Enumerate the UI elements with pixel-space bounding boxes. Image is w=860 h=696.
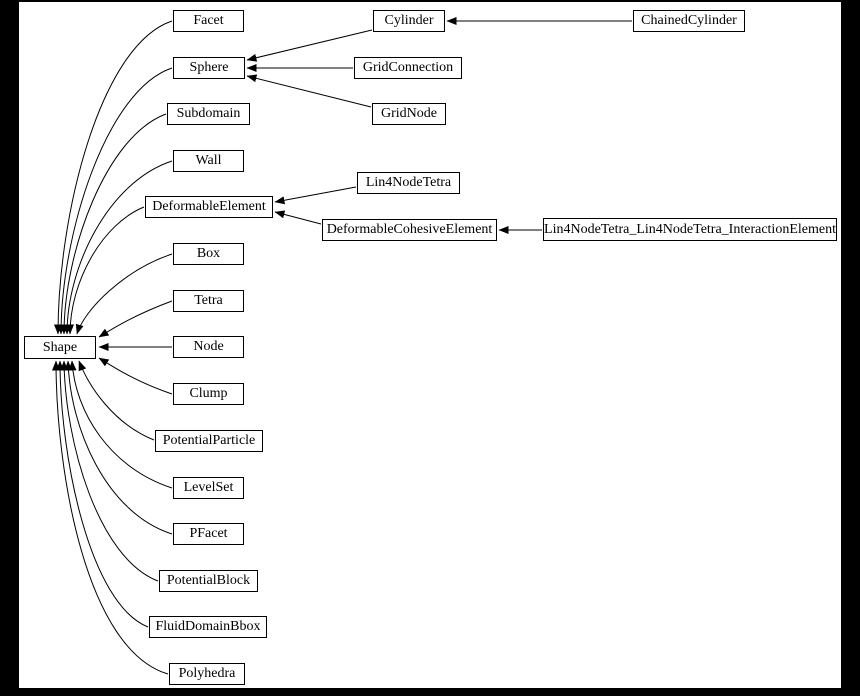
node-clump[interactable]: Clump bbox=[173, 383, 244, 405]
node-sphere[interactable]: Sphere bbox=[173, 57, 245, 79]
node-grid_connection[interactable]: GridConnection bbox=[354, 57, 462, 79]
node-label-fluid_domain_bbox: FluidDomainBbox bbox=[155, 619, 261, 634]
node-label-potential_block: PotentialBlock bbox=[166, 573, 251, 588]
node-label-lin4_interaction: Lin4NodeTetra_Lin4NodeTetra_InteractionE… bbox=[544, 221, 836, 237]
node-label-chained_cylinder: ChainedCylinder bbox=[641, 13, 737, 28]
node-label-cylinder: Cylinder bbox=[384, 13, 434, 28]
node-grid_node[interactable]: GridNode bbox=[372, 103, 446, 125]
node-label-sphere: Sphere bbox=[189, 60, 229, 75]
node-label-box: Box bbox=[196, 246, 221, 261]
node-deformable_cohesive_element[interactable]: DeformableCohesiveElement bbox=[322, 219, 497, 241]
node-cylinder[interactable]: Cylinder bbox=[373, 10, 445, 32]
node-label-level_set: LevelSet bbox=[183, 480, 234, 495]
node-label-polyhedra: Polyhedra bbox=[178, 666, 236, 681]
node-polyhedra[interactable]: Polyhedra bbox=[169, 663, 245, 685]
node-subdomain[interactable]: Subdomain bbox=[167, 103, 250, 125]
node-label-grid_node: GridNode bbox=[381, 106, 437, 121]
node-potential_particle[interactable]: PotentialParticle bbox=[155, 430, 263, 452]
node-label-potential_particle: PotentialParticle bbox=[162, 433, 256, 448]
node-label-deformable_cohesive_element: DeformableCohesiveElement bbox=[326, 222, 493, 237]
node-chained_cylinder[interactable]: ChainedCylinder bbox=[633, 10, 745, 32]
node-lin4_interaction[interactable]: Lin4NodeTetra_Lin4NodeTetra_InteractionE… bbox=[543, 218, 837, 241]
node-potential_block[interactable]: PotentialBlock bbox=[159, 570, 258, 592]
node-pfacet[interactable]: PFacet bbox=[173, 523, 244, 545]
node-label-node: Node bbox=[193, 339, 224, 354]
node-label-lin4_node_tetra: Lin4NodeTetra bbox=[365, 175, 452, 190]
node-level_set[interactable]: LevelSet bbox=[173, 477, 244, 499]
node-label-clump: Clump bbox=[189, 386, 228, 401]
node-wall[interactable]: Wall bbox=[173, 150, 244, 172]
node-facet[interactable]: Facet bbox=[173, 10, 244, 32]
node-label-subdomain: Subdomain bbox=[176, 106, 241, 121]
node-deformable_element[interactable]: DeformableElement bbox=[145, 196, 273, 218]
node-tetra[interactable]: Tetra bbox=[173, 290, 244, 312]
node-box[interactable]: Box bbox=[173, 243, 244, 265]
node-node[interactable]: Node bbox=[173, 336, 244, 358]
node-label-deformable_element: DeformableElement bbox=[152, 199, 266, 214]
node-label-facet: Facet bbox=[193, 13, 224, 28]
node-fluid_domain_bbox[interactable]: FluidDomainBbox bbox=[149, 616, 267, 638]
node-label-shape: Shape bbox=[42, 339, 78, 355]
node-label-grid_connection: GridConnection bbox=[362, 60, 454, 75]
node-lin4_node_tetra[interactable]: Lin4NodeTetra bbox=[357, 172, 460, 194]
node-label-pfacet: PFacet bbox=[189, 526, 228, 541]
node-label-tetra: Tetra bbox=[194, 293, 223, 308]
node-label-wall: Wall bbox=[195, 153, 222, 168]
node-shape[interactable]: Shape bbox=[24, 336, 96, 359]
